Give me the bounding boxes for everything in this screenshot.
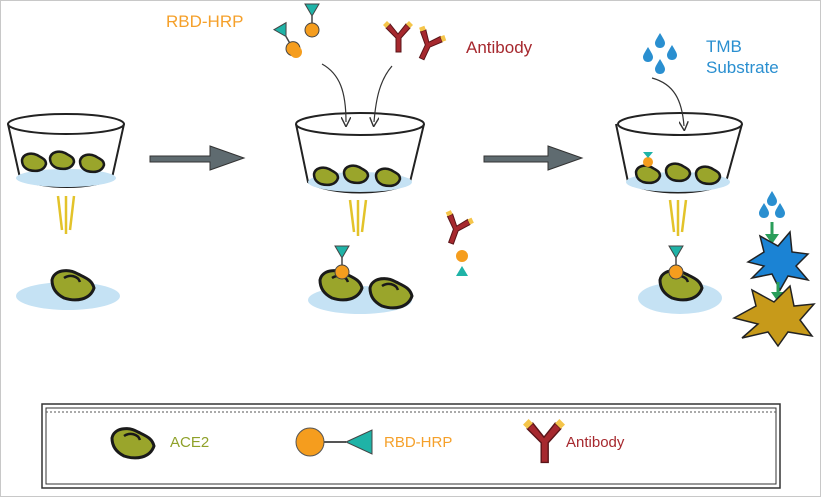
legend-rbd-hrp-label: RBD-HRP bbox=[384, 434, 453, 451]
legend-box bbox=[41, 403, 781, 489]
rbd-hrp-reagent bbox=[304, 3, 320, 38]
antibody-blocked-rbd bbox=[435, 208, 476, 276]
legend-rbd-icon bbox=[295, 427, 373, 457]
ace2-coated bbox=[20, 152, 48, 173]
step-arrow-2 bbox=[483, 145, 584, 171]
label-rbd-hrp: RBD-HRP bbox=[166, 12, 244, 31]
legend-ace2-label: ACE2 bbox=[170, 434, 210, 451]
step-arrow-1 bbox=[149, 145, 246, 171]
label-antibody: Antibody bbox=[466, 38, 533, 57]
ace2-zoom bbox=[50, 269, 96, 302]
legend-antibody-label: Antibody bbox=[566, 434, 625, 451]
color-reaction bbox=[731, 191, 816, 348]
well-2 bbox=[295, 112, 425, 314]
addition-arrow-tmb bbox=[651, 77, 684, 126]
antibody-reagent bbox=[382, 20, 414, 53]
well-1 bbox=[7, 113, 125, 310]
legend-antibody-icon bbox=[522, 418, 566, 464]
tmb-drops bbox=[643, 33, 677, 74]
label-tmb-line2: Substrate bbox=[706, 58, 779, 77]
well-3 bbox=[615, 112, 743, 314]
rbd-hrp-bound bbox=[334, 245, 350, 280]
addition-arrow-rbd bbox=[321, 63, 346, 122]
label-tmb-line1: TMB bbox=[706, 37, 742, 56]
product-yellow-burst bbox=[731, 284, 816, 348]
addition-arrow-ab bbox=[374, 65, 393, 122]
legend-ace2-icon bbox=[110, 427, 156, 460]
tmb-blue-burst bbox=[746, 230, 810, 292]
